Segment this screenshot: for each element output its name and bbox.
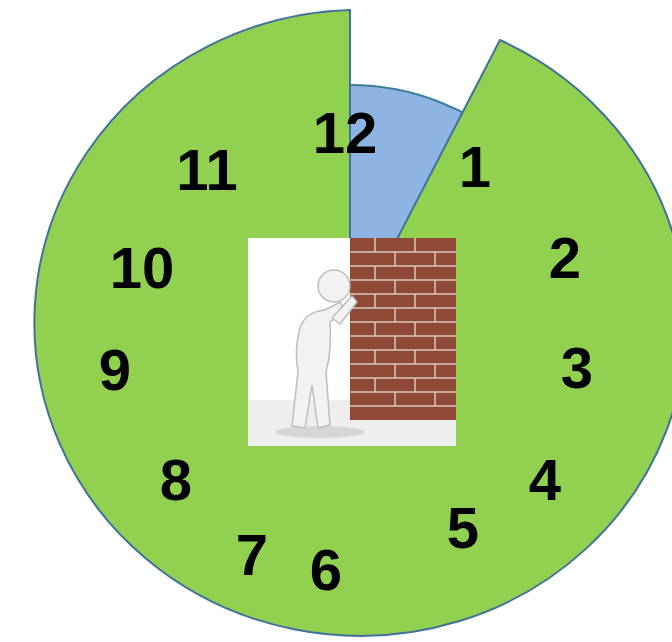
clock-number: 10: [110, 239, 175, 297]
clock-number: 12: [313, 104, 378, 162]
clock-number: 11: [176, 141, 237, 199]
clock-number: 3: [561, 339, 593, 397]
clock-number: 5: [447, 499, 479, 557]
wall-picture: [248, 238, 456, 446]
clock-number: 7: [236, 526, 268, 584]
clock-number: 6: [310, 541, 342, 599]
clock-number: 4: [529, 451, 561, 509]
clock-number: 9: [99, 341, 131, 399]
clock-number: 1: [459, 138, 491, 196]
green-clock-face: [34, 10, 672, 636]
clock-number: 8: [160, 451, 192, 509]
clock-number: 2: [549, 229, 581, 287]
